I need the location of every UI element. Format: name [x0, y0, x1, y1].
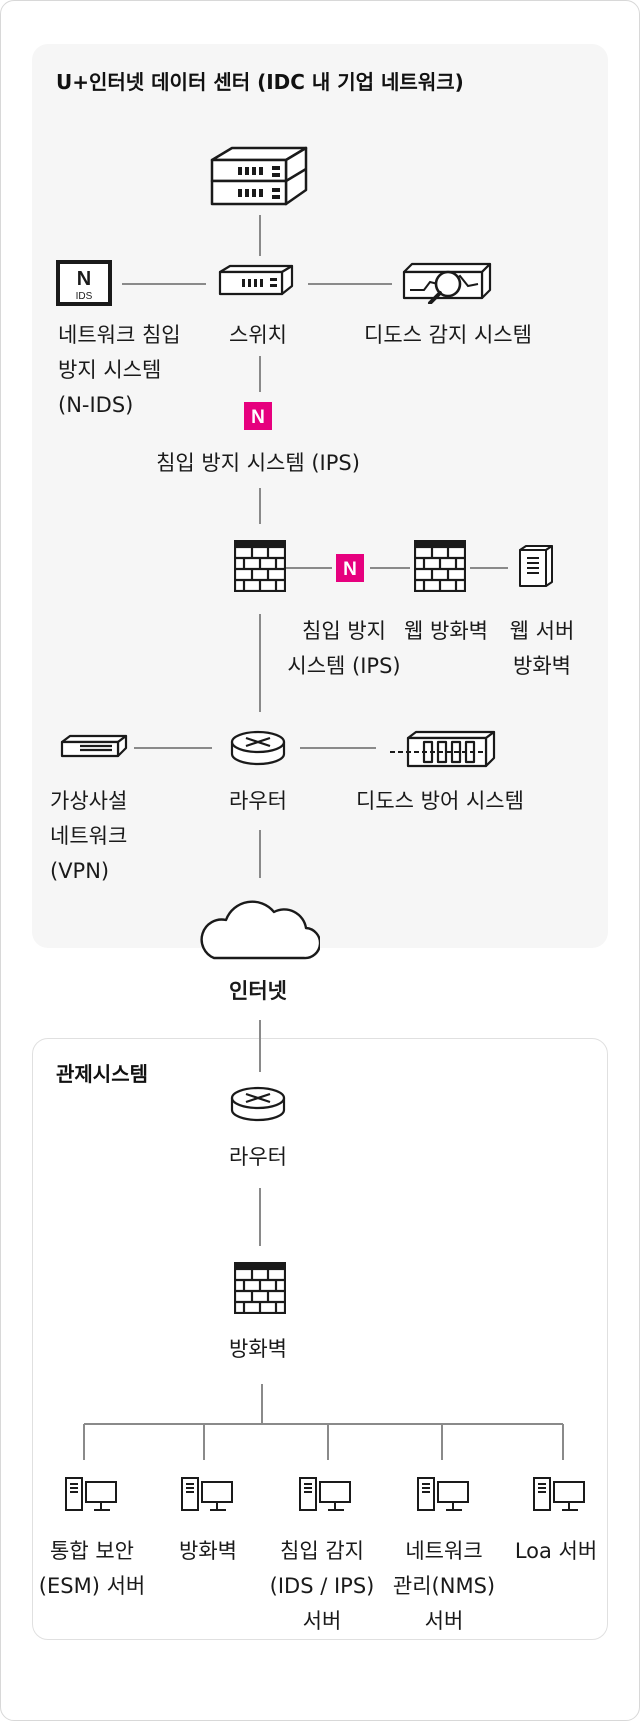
firewall-icon [234, 540, 286, 592]
router-label: 라우터 [229, 789, 287, 813]
control-section [32, 1038, 608, 1640]
ips-label: 침입 방지 시스템 (IPS) [156, 451, 360, 475]
ips-badge-letter: N [251, 407, 265, 428]
ips2-badge-letter: N [343, 559, 357, 580]
server-stack-icon [210, 146, 310, 208]
control-title: 관제시스템 [56, 1062, 148, 1086]
router-icon [230, 730, 286, 766]
ips2-label: 침입 방지 시스템 (IPS) [287, 619, 401, 678]
server-label: 통합 보안 (ESM) 서버 [38, 1539, 146, 1598]
server-label: Loa 서버 [514, 1539, 598, 1563]
web-firewall-icon [414, 540, 466, 592]
control-router-label: 라우터 [229, 1145, 287, 1169]
ips2-badge-icon: N [336, 554, 364, 582]
firewall-server-icon [180, 1476, 234, 1512]
server-label: 침입 감지 (IDS / IPS) 서버 [269, 1539, 375, 1633]
web-server-fw-label: 웹 서버 방화벽 [509, 619, 575, 678]
control-firewall-icon [234, 1262, 286, 1314]
web-server-icon [518, 544, 554, 588]
ddos-defense-icon [388, 730, 496, 768]
esm-server-icon [64, 1476, 118, 1512]
nids-badge-letter: N [77, 268, 91, 290]
idc-title: U+인터넷 데이터 센터 (IDC 내 기업 네트워크) [56, 70, 464, 94]
switch-icon [218, 264, 296, 296]
switch-label: 스위치 [229, 323, 287, 347]
ips-badge-icon: N [244, 402, 272, 430]
server-label: 방화벽 [179, 1539, 237, 1563]
nids-badge-sub: IDS [76, 291, 93, 302]
control-firewall-label: 방화벽 [229, 1337, 287, 1361]
vpn-label: 가상사설 네트워크 (VPN) [50, 789, 128, 883]
internet-label: 인터넷 [229, 979, 287, 1003]
idc-section [32, 44, 608, 948]
ddos-defense-label: 디도스 방어 시스템 [356, 789, 524, 813]
control-router-icon [230, 1086, 286, 1122]
nms-server-icon [416, 1476, 470, 1512]
server-label: 네트워크 관리(NMS) 서버 [392, 1539, 496, 1633]
ddos-detect-icon [402, 262, 492, 304]
nids-icon: N IDS [56, 260, 112, 306]
ddos-detect-label: 디도스 감지 시스템 [364, 323, 532, 347]
nids-label: 네트워크 침입 방지 시스템 (N-IDS) [58, 323, 181, 417]
log-server-icon [532, 1476, 586, 1512]
ids-server-icon [298, 1476, 352, 1512]
cloud-icon [196, 888, 320, 960]
vpn-icon [60, 734, 128, 758]
waf-label: 웹 방화벽 [404, 619, 488, 643]
